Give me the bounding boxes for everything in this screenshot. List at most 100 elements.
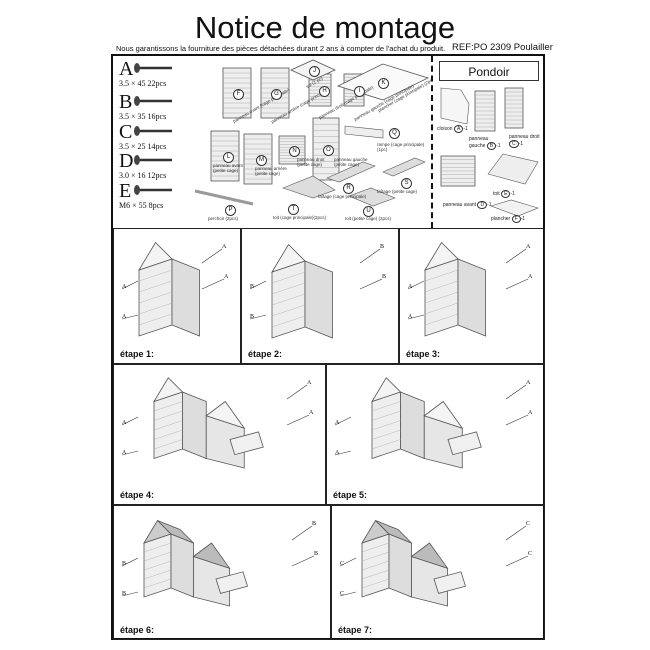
- screw-arrow: [249, 280, 267, 290]
- screw-marker: C: [340, 561, 344, 567]
- screw-arrow: [121, 280, 139, 290]
- step-label: étape 5:: [333, 490, 368, 500]
- screw-arrow: [121, 591, 139, 597]
- screw-arrow: [121, 416, 139, 426]
- screw-spec: M6 × 55 8pcs: [119, 201, 164, 210]
- screw-marker: C: [528, 551, 532, 557]
- hutch-slat: [153, 429, 183, 440]
- screw-marker: B: [314, 551, 318, 557]
- screw-arrow: [359, 278, 383, 290]
- screw-spec: 3.5 × 35 16pcs: [119, 112, 167, 121]
- screw-spec: 3.5 × 45 22pcs: [119, 79, 167, 88]
- screw-arrow: [249, 314, 267, 320]
- hutch-slat: [361, 560, 390, 571]
- screw-marker: B: [382, 274, 386, 280]
- part-id-badge: M: [256, 155, 267, 166]
- part-id-badge: O: [323, 145, 334, 156]
- part-toit: [282, 175, 336, 199]
- screw-marker: B: [250, 284, 254, 290]
- pondoir-part-qty: -1: [518, 141, 524, 147]
- hutch-roof: [375, 520, 412, 544]
- part-label: toit (petite cage) (2pcs): [345, 216, 392, 221]
- screw-marker: A: [408, 284, 413, 290]
- screw-marker: B: [312, 521, 316, 527]
- small-cage-gable: [410, 542, 449, 569]
- part-label: panneau avant (petite cage): [213, 163, 243, 173]
- hutch-slat: [153, 401, 183, 412]
- hutch-slat: [424, 313, 459, 326]
- part-rampe: [344, 125, 384, 139]
- screw-spec: 3.0 × 16 12pcs: [119, 171, 167, 180]
- part-id-badge: G: [271, 89, 282, 100]
- hutch-slat: [424, 302, 459, 315]
- hutch-gable: [271, 243, 306, 273]
- part-id-badge: H: [319, 86, 330, 97]
- pondoir-part-id: A: [453, 125, 464, 133]
- hutch-gable: [424, 241, 459, 271]
- part-faitage: [382, 157, 426, 177]
- screw-head: [134, 185, 140, 195]
- hutch-side: [182, 391, 207, 460]
- step-label: étape 6:: [120, 625, 155, 635]
- screw-marker: A: [526, 244, 531, 250]
- hutch-slat: [371, 410, 401, 421]
- screw-letter: C: [119, 121, 133, 143]
- hutch-side: [304, 260, 333, 339]
- pondoir-part-id: E: [501, 190, 511, 198]
- screw-arrow: [201, 248, 223, 264]
- pondoir-part-label: panneau droit: [509, 134, 540, 140]
- hutch-roof: [157, 520, 194, 544]
- step-label: étape 2:: [248, 349, 283, 359]
- nest-box: [433, 571, 467, 594]
- screw-marker: A: [122, 450, 127, 456]
- pondoir-part-label: panneau gauche: [469, 136, 489, 149]
- hutch-slat: [371, 429, 401, 440]
- pondoir-part-id: B: [486, 142, 497, 150]
- screw-arrow: [505, 384, 527, 400]
- part-label: rampe (cage principale)(1pc): [377, 142, 425, 152]
- hutch-slat: [361, 551, 390, 562]
- screw-arrow: [334, 450, 352, 456]
- hutch-slat: [138, 302, 173, 315]
- hutch-gable: [138, 241, 173, 271]
- hutch-slat: [371, 420, 401, 431]
- screw-arrow: [291, 525, 313, 541]
- part-label: panneau gauche (petite cage): [334, 157, 368, 167]
- screw-spec: 3.5 × 25 14pcs: [119, 142, 167, 151]
- hutch-slat: [424, 291, 459, 304]
- screw-marker: A: [224, 274, 229, 280]
- hutch-slat: [153, 410, 183, 421]
- hutch-slat: [138, 269, 173, 282]
- pondoir-part: plancher F-1: [491, 215, 525, 223]
- small-cage-gable: [423, 400, 464, 429]
- screw-arrow: [359, 248, 381, 264]
- screw-marker: B: [380, 244, 384, 250]
- hutch-slat: [424, 280, 459, 293]
- page-title: Notice de montage: [194, 10, 456, 45]
- hutch-side: [457, 258, 486, 337]
- part-id-badge: P: [225, 205, 236, 216]
- pondoir-part-qty: -1: [510, 191, 515, 197]
- screw-head: [134, 155, 140, 165]
- screw-marker: A: [222, 244, 227, 250]
- screw-marker: A: [526, 380, 531, 386]
- hutch-slat: [361, 569, 390, 580]
- screw-arrow: [339, 591, 357, 597]
- screw-marker: A: [335, 450, 340, 456]
- screw-letter: A: [119, 58, 134, 80]
- part-faitage: [326, 161, 376, 183]
- product-reference: REF:PO 2309 Poulailler: [452, 42, 553, 53]
- pondoir-roof: [487, 153, 539, 185]
- hutch-slat: [371, 401, 401, 412]
- hutch-slat: [143, 551, 172, 562]
- part-id-badge: I: [354, 86, 365, 97]
- pondoir-part-id: C: [509, 140, 519, 148]
- part-label: faîtage (cage principale): [318, 194, 367, 199]
- screw-arrow: [286, 384, 308, 400]
- pondoir-part-id: F: [511, 215, 521, 223]
